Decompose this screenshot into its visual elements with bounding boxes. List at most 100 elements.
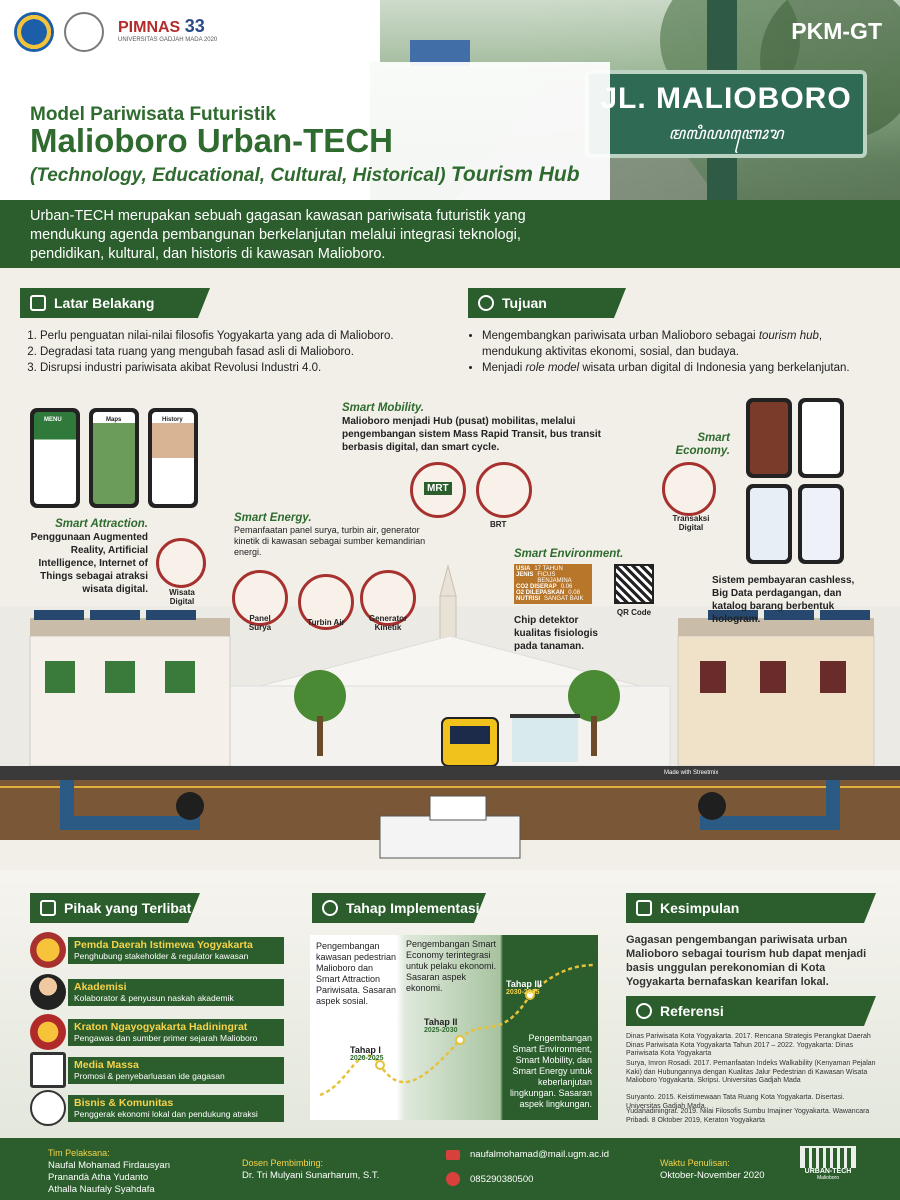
description-band <box>0 200 900 268</box>
reference-item: Yudahadiningrat. 2019. Nilai Filosofis S… <box>626 1108 870 1124</box>
ugm-logo <box>64 12 104 52</box>
energy-block: Smart Energy. Pemanfaatan panel surya, t… <box>234 512 430 558</box>
brt-circle <box>476 462 532 518</box>
tahap-3-label: Tahap III <box>506 979 542 989</box>
tahap-heading-text: Tahap Implementasi <box>346 900 480 916</box>
tahap-1-label: Tahap I <box>350 1045 381 1055</box>
chip-text: Chip detektor kualitas fisiologis pada t… <box>514 615 598 652</box>
org-desc: Kolaborator & penyusun naskah akademik <box>74 993 234 1003</box>
org-name: Bisnis & Komunitas <box>74 1097 174 1109</box>
target-icon <box>478 295 494 311</box>
chip-key: CO2 DISERAP <box>516 584 557 590</box>
header: PIMNAS 33 UNIVERSITAS GADJAH MADA 2020 J… <box>0 0 900 268</box>
wisata-digital-circle <box>156 538 206 588</box>
org-item: Kraton Ngayogyakarta Hadiningrat Pengawa… <box>68 1019 284 1046</box>
mobility-block: Smart Mobility. Malioboro menjadi Hub (p… <box>342 402 622 454</box>
org-name: Kraton Ngayogyakarta Hadiningrat <box>74 1021 248 1033</box>
phone-label-history: History <box>162 417 183 423</box>
tujuan-heading-text: Tujuan <box>502 295 547 311</box>
attraction-title: Smart Attraction. <box>55 518 148 530</box>
description: Urban-TECH merupakan sebuah gagasan kawa… <box>30 208 526 262</box>
phone-catalog-2 <box>798 398 844 478</box>
kesimpulan-heading-text: Kesimpulan <box>660 900 740 916</box>
kemendikbud-logo <box>14 12 54 52</box>
phone-label-menu: MENU <box>44 417 62 423</box>
tujuan-2b: role model <box>525 362 580 374</box>
pimnas-sub: UNIVERSITAS GADJAH MADA 2020 <box>118 37 218 43</box>
generator-label: Generator Kinetik <box>368 614 408 632</box>
smart-city-scene: MENU Maps History Smart Attraction. Peng… <box>0 396 900 870</box>
tahap-heading: Tahap Implementasi <box>312 893 486 923</box>
phone-menu <box>30 408 80 508</box>
panel-surya-circle <box>232 570 288 626</box>
pkm-label: PKM-GT <box>791 18 882 44</box>
pemda-emblem-icon <box>30 932 66 968</box>
chip-val: 17 TAHUN <box>534 566 563 572</box>
referensi-heading-text: Referensi <box>660 1003 724 1019</box>
tahap-2-label: Tahap II <box>424 1017 458 1027</box>
org-desc: Penggerak ekonomi lokal dan pendukung at… <box>74 1109 258 1119</box>
mrt-badge: MRT <box>424 482 452 495</box>
phone-screen <box>34 412 76 504</box>
street-sign: JL. MALIOBORO ꦩꦭꦶꦪꦧꦺꦴꦫ <box>585 70 867 158</box>
mail-icon <box>446 1150 460 1160</box>
tahap-col-2: Pengembangan Smart Economy terintegrasi … <box>406 939 497 993</box>
reference-item: Suryanto. 2015. Keistimewaan Tata Ruang … <box>626 1094 845 1110</box>
timeline-curve <box>319 963 596 1097</box>
latar-heading: Latar Belakang <box>20 288 210 318</box>
list-item: Menjadi role model wisata urban digital … <box>482 360 880 376</box>
main-title: Malioboro Urban-TECH <box>30 122 393 159</box>
chip-key: NUTRISI <box>516 596 540 602</box>
pimnas-label: PIMNAS <box>118 19 181 36</box>
chip-val: 0.08 <box>568 590 580 596</box>
turbin-air-label: Turbin Air <box>307 618 345 627</box>
waktu-value: Oktober-November 2020 <box>660 1170 765 1181</box>
phone-catalog-1 <box>746 398 792 478</box>
pimnas-number: 33 <box>184 16 205 36</box>
qr-label: QR Code <box>616 608 652 617</box>
phone-catalog-3 <box>746 484 792 564</box>
phone-number[interactable]: 085290380500 <box>470 1174 534 1185</box>
scene-illustration <box>0 564 900 859</box>
reference-item: Surya, Imron Rosadi. 2017. Pemanfaatan I… <box>626 1060 876 1084</box>
kesimpulan-text: Gagasan pengembangan pariwisata urban Ma… <box>626 934 867 988</box>
org-item: Akademisi Kolaborator & penyusun naskah … <box>68 979 284 1006</box>
wisata-digital-label: Wisata Digital <box>169 588 195 606</box>
tujuan-2c: wisata urban digital di Indonesia yang b… <box>579 362 850 374</box>
chip-key: O2 DILEPASKAN <box>516 590 565 596</box>
environment-title: Smart Environment. <box>514 548 624 560</box>
brt-badge: BRT <box>490 520 507 529</box>
tujuan-1c: , mendukung aktivitas ekonomi, sosial, d… <box>482 330 823 358</box>
streetmix-label: Made with Streetmix <box>664 770 719 776</box>
energy-text: Pemanfaatan panel surya, turbin air, gen… <box>234 525 426 557</box>
org-item: Media Massa Promosi & penyebarluasan ide… <box>68 1057 284 1084</box>
economy-text: Sistem pembayaran cashless, Big Data per… <box>712 575 855 625</box>
org-item: Bisnis & Komunitas Penggerak ekonomi lok… <box>68 1095 284 1122</box>
skyline-icon <box>800 1146 856 1168</box>
org-desc: Penghubung stakeholder & regulator kawas… <box>74 951 249 961</box>
tagline: (Technology, Educational, Cultural, Hist… <box>30 163 580 187</box>
urban-tech-logo: URBAN-TECH Malioboro <box>800 1146 856 1181</box>
tahap-1-years: 2020-2025 <box>350 1055 384 1062</box>
tahap-2-years: 2025-2030 <box>424 1027 458 1034</box>
qr-code-icon <box>614 564 654 604</box>
email[interactable]: naufalmohamad@mail.ugm.ac.id <box>470 1149 610 1160</box>
org-name: Media Massa <box>74 1059 139 1071</box>
pimnas-logo: PIMNAS 33 UNIVERSITAS GADJAH MADA 2020 <box>118 16 217 43</box>
tahap-3-years: 2030-2035 <box>506 989 540 996</box>
attraction-text: Penggunaan Augmented Reality, Artificial… <box>30 532 148 595</box>
tujuan-1b: tourism hub <box>758 330 819 342</box>
transaksi-circle <box>662 462 716 516</box>
kesimpulan-heading: Kesimpulan <box>626 893 876 923</box>
tujuan-heading: Tujuan <box>468 288 626 318</box>
tagline-paren: (Technology, Educational, Cultural, Hist… <box>30 165 446 186</box>
checklist-icon <box>636 900 652 916</box>
gear-icon <box>322 900 338 916</box>
tim-member: Athalla Naufaly Syahdafa <box>48 1184 155 1195</box>
handshake-icon <box>30 1090 66 1126</box>
